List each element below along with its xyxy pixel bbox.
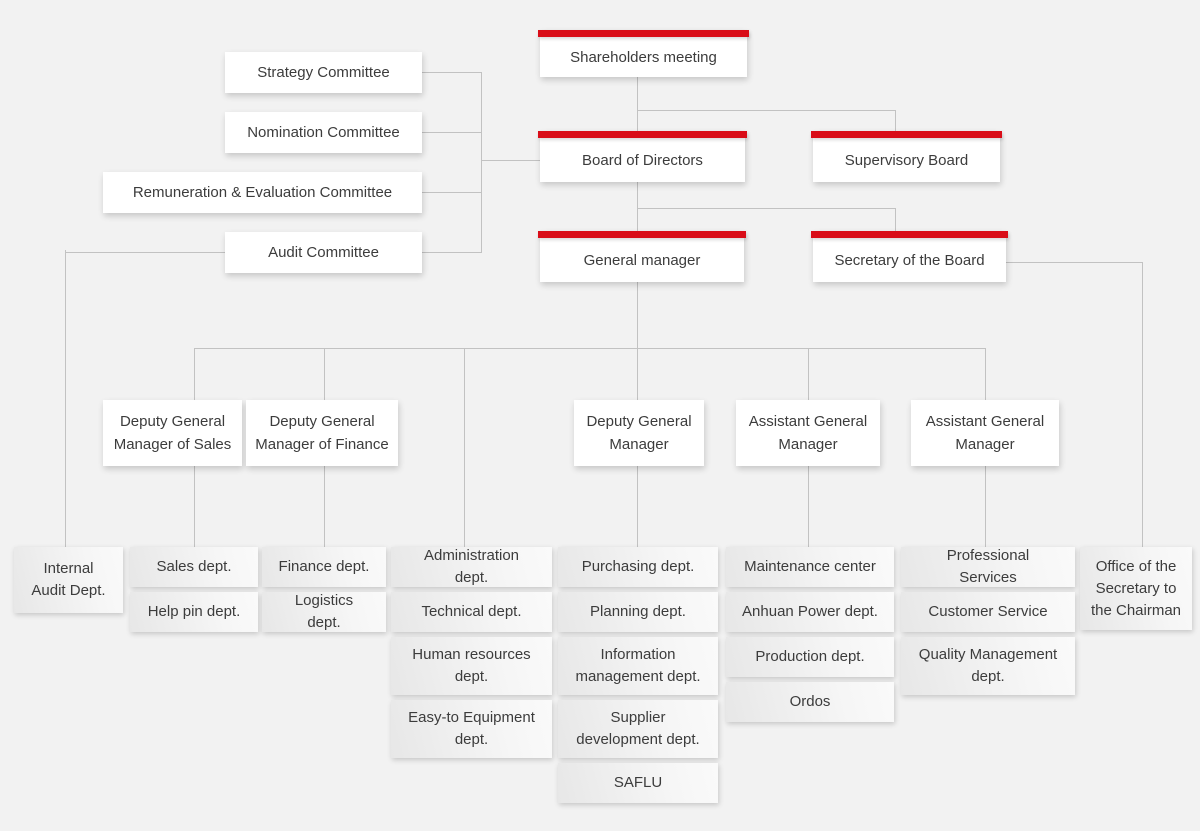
connector-secretary-drop (895, 208, 896, 232)
node-general-manager: General manager (538, 231, 746, 282)
node-saflu: SAFLU (558, 763, 718, 803)
node-ordos: Ordos (726, 682, 894, 722)
node-office-of-secretary-to-chairman: Office of the Secretary to the Chairman (1080, 547, 1192, 630)
connector-supervisory-drop (895, 110, 896, 132)
node-deputy-gm-sales: Deputy General Manager of Sales (103, 400, 242, 466)
connector-admin-drop (464, 348, 465, 547)
node-remuneration-evaluation-committee: Remuneration & Evaluation Committee (103, 172, 422, 213)
node-logistics-dept: Logistics dept. (262, 592, 386, 632)
node-administration-dept: Administration dept. (391, 547, 552, 587)
connector-stub-nomination (422, 132, 481, 133)
node-assistant-gm-1: Assistant General Manager (736, 400, 880, 466)
connector-stub-remuneration (422, 192, 481, 193)
connector-office-drop (1142, 262, 1143, 547)
node-supplier-development-dept: Supplier development dept. (558, 700, 718, 758)
node-information-management-dept: Information management dept. (558, 637, 718, 695)
node-purchasing-dept: Purchasing dept. (558, 547, 718, 587)
connector-shareholders-split (637, 110, 896, 111)
connector-bracket-to-board (481, 160, 540, 161)
connector-branch (194, 348, 986, 349)
connector-committee-bracket (481, 72, 482, 253)
node-quality-management-dept: Quality Management dept. (901, 637, 1075, 695)
node-production-dept: Production dept. (726, 637, 894, 677)
node-sales-dept: Sales dept. (130, 547, 258, 587)
node-maintenance-center: Maintenance center (726, 547, 894, 587)
node-anhuan-power-dept: Anhuan Power dept. (726, 592, 894, 632)
node-finance-dept: Finance dept. (262, 547, 386, 587)
node-easy-to-equipment-dept: Easy-to Equipment dept. (391, 700, 552, 758)
node-technical-dept: Technical dept. (391, 592, 552, 632)
node-secretary-of-the-board: Secretary of the Board (811, 231, 1008, 282)
node-nomination-committee: Nomination Committee (225, 112, 422, 153)
connector-secretary-office (1006, 262, 1143, 263)
node-supervisory-board: Supervisory Board (811, 131, 1002, 182)
node-deputy-gm: Deputy General Manager (574, 400, 704, 466)
node-assistant-gm-2: Assistant General Manager (911, 400, 1059, 466)
connector-stub-strategy (422, 72, 481, 73)
node-shareholders-meeting: Shareholders meeting (538, 30, 749, 77)
connector-board-split (637, 208, 896, 209)
node-board-of-directors: Board of Directors (538, 131, 747, 182)
node-internal-audit-dept: Internal Audit Dept. (14, 547, 123, 613)
node-planning-dept: Planning dept. (558, 592, 718, 632)
connector-internal-audit-drop (65, 250, 66, 547)
node-customer-service: Customer Service (901, 592, 1075, 632)
node-deputy-gm-finance: Deputy General Manager of Finance (246, 400, 398, 466)
node-help-pin-dept: Help pin dept. (130, 592, 258, 632)
connector-main-vertical (637, 77, 638, 547)
node-human-resources-dept: Human resources dept. (391, 637, 552, 695)
node-audit-committee: Audit Committee (225, 232, 422, 273)
node-strategy-committee: Strategy Committee (225, 52, 422, 93)
node-professional-services: Professional Services (901, 547, 1075, 587)
